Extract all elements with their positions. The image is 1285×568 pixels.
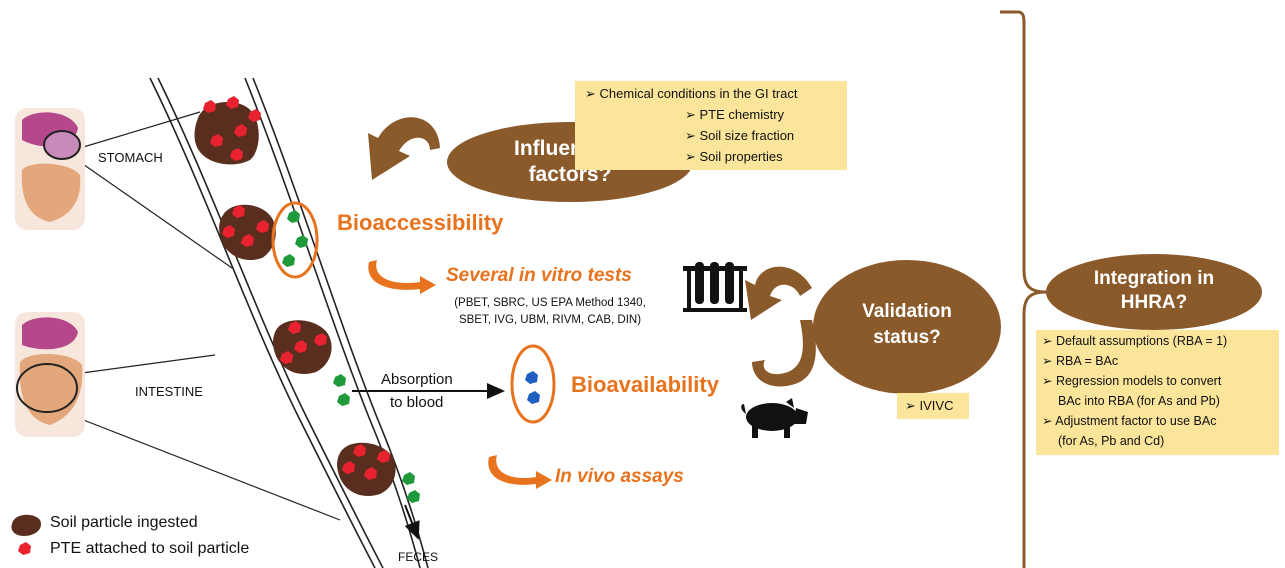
ivivc-note: IVIVC	[897, 393, 969, 419]
in-vitro-methods-line2: SBET, IVG, UBM, RIVM, CAB, DIN)	[458, 314, 642, 326]
in-vitro-methods-line1: (PBET, SBRC, US EPA Method 1340,	[454, 297, 646, 309]
factor-item: Chemical conditions in the GI tract	[585, 83, 847, 104]
bioaccessibility-highlight	[271, 201, 319, 279]
influencing-factors-note: Chemical conditions in the GI tract PTE …	[575, 81, 847, 170]
feces-arrow	[404, 504, 420, 540]
gi-tract-tube	[149, 77, 429, 568]
validation-brown-arrow	[745, 266, 816, 387]
integration-item-cont: (for As, Pb and Cd)	[1058, 434, 1165, 448]
integration-hhra-oval	[1046, 254, 1262, 330]
test-tube-rack-icon	[683, 262, 747, 312]
bioaccessibility-label: Bioaccessibility	[337, 210, 504, 235]
legend-pte-label: PTE attached to soil particle	[50, 540, 250, 557]
stomach-label: STOMACH	[98, 150, 163, 165]
to-blood-label: to blood	[390, 394, 444, 411]
intestine-organ-image	[15, 312, 85, 437]
influencing-brown-arrow	[368, 117, 440, 180]
in-vivo-orange-arrow	[488, 455, 552, 489]
integration-line2: HHRA?	[1120, 292, 1188, 313]
feces-label: FECES	[398, 550, 439, 564]
validation-line1: Validation	[862, 301, 952, 322]
factor-item: Soil size fraction	[585, 125, 847, 146]
in-vivo-assays-label: In vivo assays	[555, 466, 684, 487]
pig-icon	[741, 398, 808, 438]
integration-item: Adjustment factor to use BAc	[1042, 411, 1279, 431]
integration-item: RBA = BAc	[1042, 351, 1279, 371]
integration-hhra-text: Integration in HHRA?	[1046, 267, 1262, 315]
integration-line1: Integration in	[1093, 268, 1215, 289]
validation-status-oval	[813, 260, 1001, 394]
factor-item: PTE chemistry	[585, 104, 847, 125]
in-vitro-tests-label: Several in vitro tests	[446, 265, 632, 286]
soil-particle-colon	[337, 442, 420, 503]
legend-soil-label: Soil particle ingested	[50, 514, 198, 531]
right-brace	[1000, 10, 1047, 568]
legend-pte-symbol	[18, 542, 31, 555]
validation-line2: status?	[873, 327, 941, 348]
validation-status-text: Validation status?	[813, 299, 1001, 351]
soil-particle-stomach	[194, 96, 261, 165]
integration-item: Regression models to convert	[1042, 371, 1279, 391]
bioavailability-label: Bioavailability	[571, 372, 719, 397]
absorption-label: Absorption	[381, 371, 453, 388]
factor-item: Soil properties	[585, 146, 847, 167]
stomach-organ-image	[15, 108, 85, 230]
soil-particle-releasing	[219, 204, 308, 267]
ivivc-item: IVIVC	[905, 395, 969, 416]
soil-particle-intestine	[273, 320, 350, 406]
intestine-label: INTESTINE	[135, 384, 203, 399]
integration-item-cont: BAc into RBA (for As and Pb)	[1058, 394, 1220, 408]
bioavailability-highlight	[510, 344, 556, 424]
in-vitro-orange-arrow	[368, 260, 436, 294]
absorbed-pte	[525, 371, 540, 404]
integration-item: Default assumptions (RBA = 1)	[1042, 331, 1279, 351]
legend-soil-symbol	[11, 514, 42, 536]
integration-notes: Default assumptions (RBA = 1) RBA = BAc …	[1036, 330, 1279, 455]
